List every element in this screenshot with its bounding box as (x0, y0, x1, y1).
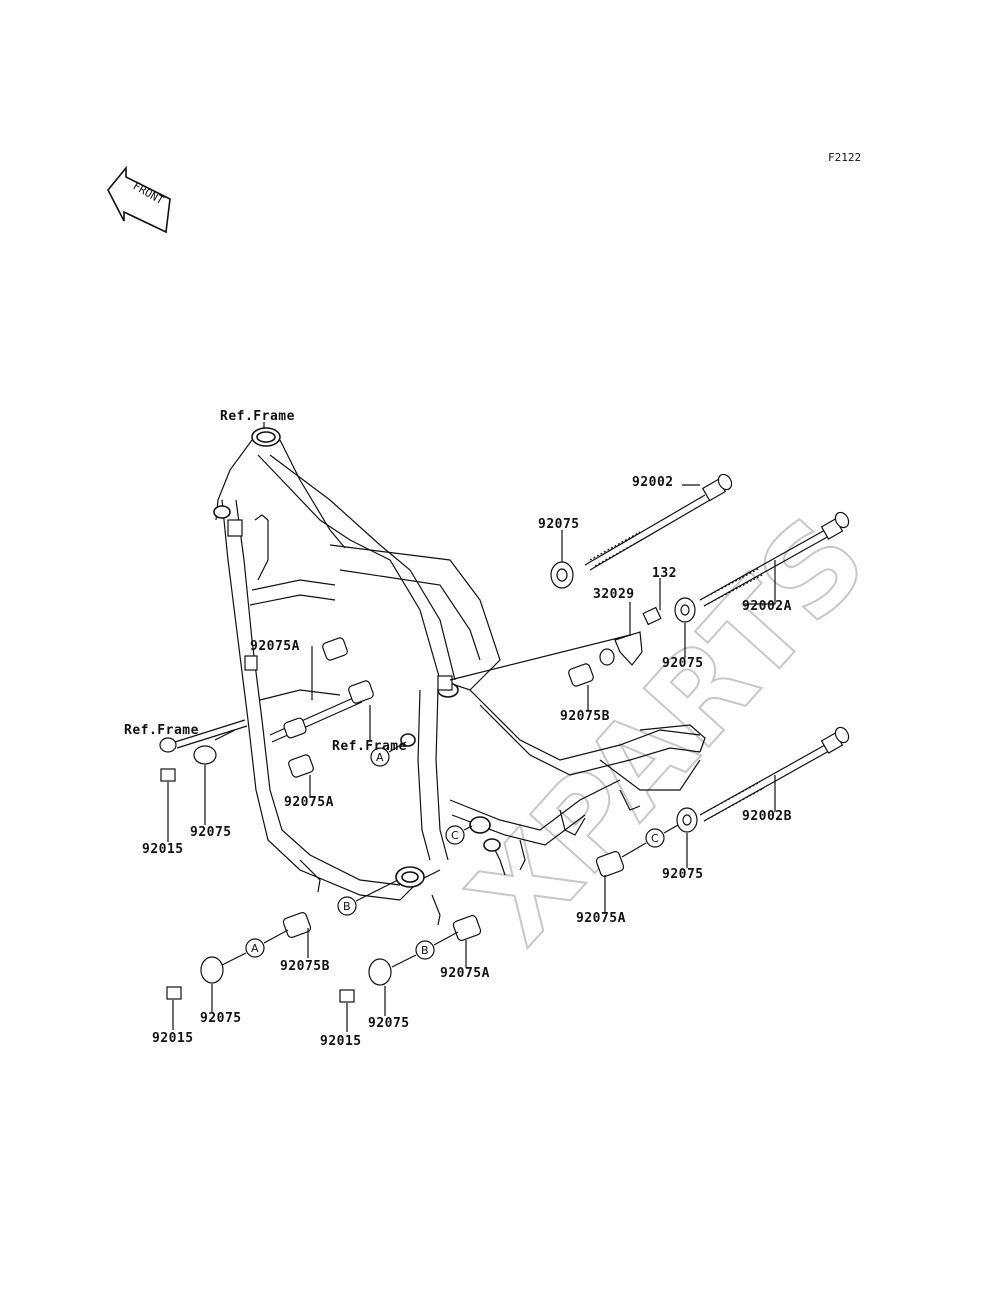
rubber-92075A-right (595, 851, 625, 877)
collar-92075-bm (368, 958, 392, 986)
label-92075A-bm: 92075A (440, 966, 490, 981)
label-92075-bm: 92075 (368, 1016, 410, 1031)
label-92002A: 92002A (742, 599, 792, 614)
bolt-92002 (584, 473, 733, 571)
label-92002B: 92002B (742, 809, 792, 824)
label-92075-rc: 92075 (662, 867, 704, 882)
collar-92075-bl (200, 956, 224, 984)
shaft-mid (269, 694, 363, 743)
label-ref-frame-mid: Ref.Frame (332, 739, 407, 754)
rubber-92075B-bl (282, 912, 312, 938)
rubber-92075B-mid (568, 663, 594, 687)
collar-92075-right (674, 597, 696, 623)
shaft-line (449, 634, 631, 681)
label-92075B-mid: 92075B (560, 709, 610, 724)
label-ref-frame-top: Ref.Frame (220, 409, 295, 424)
bracket-32029 (599, 631, 643, 666)
label-92002: 92002 (632, 475, 674, 490)
label-92075-bl: 92075 (200, 1011, 242, 1026)
label-92015-left: 92015 (142, 842, 184, 857)
collar-92075-left (193, 745, 217, 765)
callout-a1: A (370, 741, 407, 767)
callout-a2: A (221, 929, 289, 966)
label-92075-left: 92075 (190, 825, 232, 840)
label-92015-bm: 92015 (320, 1034, 362, 1049)
rubber-92075A-mid (288, 754, 314, 778)
nut-92015-bm (339, 989, 355, 1003)
bolt-left (159, 719, 248, 753)
label-92075-top: 92075 (538, 517, 580, 532)
nut-92015-left (160, 768, 176, 782)
label-92015-bl: 92015 (152, 1031, 194, 1046)
label-132: 132 (652, 566, 677, 581)
bolt-92002A (699, 511, 850, 607)
label-92075A-top: 92075A (250, 639, 300, 654)
label-92075A-right: 92075A (576, 911, 626, 926)
callout-c2: C (621, 824, 679, 858)
rubber-92075A-bm (452, 915, 482, 941)
nut-132 (642, 606, 662, 626)
svg-text:A: A (251, 942, 259, 955)
label-92075-right: 92075 (662, 656, 704, 671)
callout-b2: B (391, 931, 459, 968)
callout-c1: C (445, 825, 473, 845)
label-92075B-bl: 92075B (280, 959, 330, 974)
front-arrow-icon: FRONT (107, 165, 171, 234)
svg-text:B: B (343, 900, 351, 913)
figure-id: F2122 (828, 151, 861, 164)
svg-text:C: C (651, 832, 659, 845)
rubber-92075A-top (322, 637, 348, 661)
bolt-92002B (699, 726, 850, 822)
svg-text:B: B (421, 944, 429, 957)
svg-text:A: A (376, 751, 384, 764)
collar-92075-top (550, 561, 574, 589)
leader-lines (167, 422, 776, 1032)
motorcycle-frame (213, 427, 706, 926)
label-92075A-mid: 92075A (284, 795, 334, 810)
callout-b1: B (337, 879, 399, 916)
nut-92015-bl (166, 986, 182, 1000)
watermark: XPARTS (444, 492, 894, 970)
label-32029: 32029 (593, 587, 635, 602)
spacer-mid (283, 680, 374, 739)
svg-text:C: C (451, 829, 459, 842)
collar-92075-rc (676, 807, 698, 833)
label-ref-frame-left: Ref.Frame (124, 723, 199, 738)
